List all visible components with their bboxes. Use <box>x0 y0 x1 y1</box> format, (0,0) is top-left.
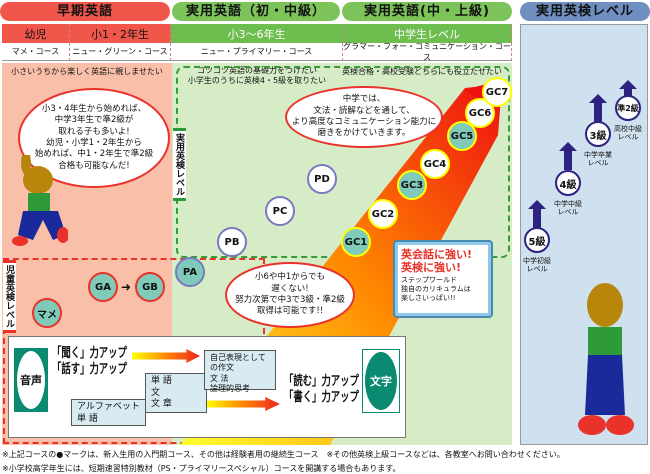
course-green: ニュー・グリーン・コース <box>70 43 171 61</box>
header-eiken: 実用英検レベル <box>520 2 650 21</box>
book-callout: 英会話に強い! 英検に強い! ステップワールド 独自のカリキュラムは 楽しさいっ… <box>393 240 493 318</box>
grade-4-level: 中学中級 レベル <box>554 200 582 217</box>
header-practical-advanced: 実用英語(中・上級) <box>342 2 512 21</box>
course-circle-pa: PA <box>175 257 205 287</box>
course-circle-mame: マメ <box>32 298 62 328</box>
grade-4: 4級 <box>555 170 581 196</box>
arrow-lower <box>206 397 280 411</box>
label-child-eiken: 児童英検レベル <box>3 260 16 333</box>
course-circle-pc: PC <box>265 196 295 226</box>
book-text: ステップワールド 独自のカリキュラムは 楽しさいっぱい!! <box>401 276 471 302</box>
goal-basic: コツコツ英語の基礎力をつけたい 小学生のうちに英検4・5級を取りたい <box>187 66 327 86</box>
step-composition: 自己表現としての作文 文 法 論理的思考 <box>204 350 276 393</box>
arrow-icon: ➜ <box>121 280 132 294</box>
course-primary: ニュー・プライマリー・コース <box>171 43 343 61</box>
listen-speak-text: 「聞く」力アップ 「話す」力アップ <box>52 346 127 378</box>
level-infant: 幼児 <box>2 24 70 43</box>
arrow-up-icon <box>559 142 577 170</box>
arrow-up-icon <box>589 94 607 122</box>
course-circle-gc7: GC7 <box>482 77 512 107</box>
label-practical-eiken: 実用英検レベル <box>173 128 186 201</box>
course-circle-gc2: GC2 <box>368 199 398 229</box>
step-alphabet: アルファベット 単 語 <box>71 399 146 426</box>
voice-label: 音声 <box>17 351 45 409</box>
course-mame: マメ・コース <box>2 43 70 61</box>
level-grade3-6: 小3～6年生 <box>171 24 343 43</box>
course-circle-gc3: GC3 <box>397 170 427 200</box>
book-title: 英会話に強い! 英検に強い! <box>401 248 473 275</box>
arrow-up-icon <box>528 200 546 228</box>
header-early-english: 早期英語 <box>0 2 170 21</box>
grade-3-level: 中学卒業 レベル <box>584 151 612 168</box>
letters-label: 文字 <box>365 352 397 410</box>
rabbit-standing-icon <box>578 283 634 435</box>
step-words: 単 語 文 文 章 <box>145 373 207 413</box>
level-grade1-2: 小1・2年生 <box>70 24 171 43</box>
course-grammar: グラマー・フォー・コミュニケーション・コース <box>343 41 512 62</box>
goal-advanced: 英検合格・高校受験どちらにも役立たせたい <box>342 67 502 76</box>
grade-pre2-level: 高校中級 レベル <box>614 125 642 142</box>
course-circle-gb: GB <box>135 272 165 302</box>
course-circle-gc4: GC4 <box>420 149 450 179</box>
rabbit-mascot-icon <box>12 155 68 246</box>
voice-badge: 音声 <box>14 348 48 412</box>
footnote-1: ※上記コースの●マークは、新入生用の入門期コース、その他は経験者用の継続生コース… <box>2 450 565 459</box>
grade-5-level: 中学初級 レベル <box>523 257 551 274</box>
grade-pre2: 準2級 <box>615 95 641 121</box>
arrow-upper <box>132 349 200 363</box>
course-circle-pb: PB <box>217 227 247 257</box>
arrow-up-icon <box>619 80 637 100</box>
speech-bubble-junior-high: 中学では、 文法・読解などを通して、 より高度なコミュニケーション能力に 磨きを… <box>285 86 443 148</box>
goal-early: 小さいうちから楽しく英語に親しませたい <box>11 67 163 76</box>
course-circle-gc1: GC1 <box>341 227 371 257</box>
course-circle-ga: GA <box>88 272 118 302</box>
course-circle-pd: PD <box>307 164 337 194</box>
grade-5: 5級 <box>524 227 550 253</box>
footnote-2: ※小学校高学年生には、短期速習特別教材（PS・プライマリースペシャル）コースを開… <box>2 464 401 473</box>
speech-bubble-late-start: 小6や中1からでも 遅くない! 努力次第で中3で3級・準2級 取得は可能です!! <box>225 262 355 328</box>
header-practical-basic: 実用英語（初・中級） <box>172 2 340 21</box>
letters-badge: 文字 <box>362 349 400 413</box>
grade-3: 3級 <box>585 121 611 147</box>
level-junior-high: 中学生レベル <box>343 24 512 43</box>
read-write-text: 「読む」力アップ 「書く」力アップ <box>284 374 359 406</box>
